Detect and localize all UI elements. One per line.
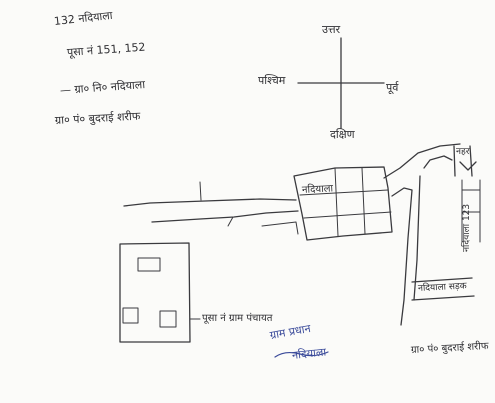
plot-structure-left bbox=[122, 307, 139, 324]
road-branch bbox=[261, 221, 299, 235]
plot-label: पूसा नं ग्राम पंचायत bbox=[202, 313, 273, 324]
right-road bbox=[411, 277, 475, 301]
village-grid-line bbox=[303, 211, 392, 219]
right-side-label: नदियाला 123 bbox=[462, 203, 472, 252]
plot-structure-right bbox=[159, 310, 177, 328]
village-label: नदियाला bbox=[301, 183, 334, 196]
road-south-right-2 bbox=[413, 175, 421, 301]
village-outline bbox=[293, 166, 393, 241]
road-stub-2 bbox=[227, 216, 234, 227]
compass-south-label: दक्षिण bbox=[330, 128, 355, 141]
right-building bbox=[461, 179, 481, 243]
canal-arrow bbox=[459, 161, 477, 171]
signature-line-2: नदियाला bbox=[291, 345, 327, 362]
plot-structure-top bbox=[137, 257, 161, 272]
road-to-canal-bottom bbox=[423, 155, 453, 169]
compass-west-label: पश्चिम bbox=[258, 74, 286, 87]
road-upper-edge bbox=[123, 198, 297, 207]
village-grid-line bbox=[334, 167, 339, 237]
plot-boundary bbox=[119, 242, 191, 343]
compass-east-label: पूर्व bbox=[386, 81, 399, 94]
canal-lines bbox=[453, 145, 473, 177]
road-south-right bbox=[391, 187, 413, 326]
road-lower-edge bbox=[151, 210, 299, 223]
village-grid-line bbox=[299, 189, 389, 196]
signature-stroke bbox=[274, 351, 329, 358]
compass-north-label: उत्तर bbox=[322, 23, 341, 36]
canal-label: नहर bbox=[456, 147, 470, 157]
road-stub bbox=[199, 181, 202, 201]
road-to-canal-top bbox=[383, 143, 461, 179]
village-grid-line bbox=[361, 167, 366, 235]
